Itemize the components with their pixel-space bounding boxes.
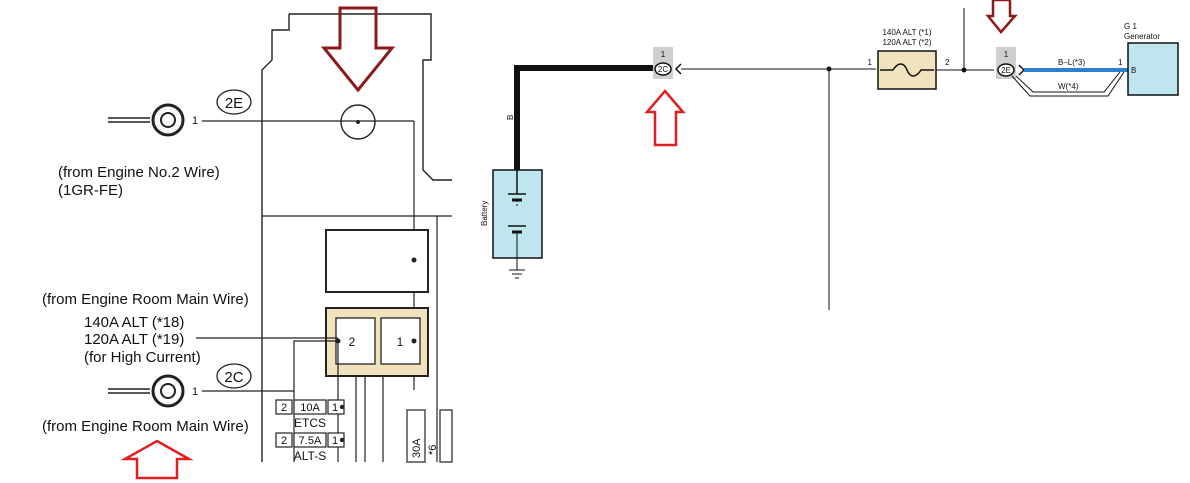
svg-text:1: 1 [1118, 58, 1123, 67]
svg-text:2: 2 [281, 435, 287, 447]
battery-cable [514, 65, 660, 170]
left-panel: 1 2E (from Engine No.2 Wire) (1GR-FE) 2 … [42, 6, 453, 480]
wire-w-label: W(*4) [1058, 82, 1079, 91]
svg-text:1: 1 [661, 50, 666, 59]
alt-140-label: 140A ALT (*18) [84, 314, 184, 331]
generator-name: Generator [1124, 32, 1160, 41]
fuse-30a [406, 409, 426, 463]
relay-box [325, 229, 429, 293]
svg-text:10A: 10A [300, 402, 320, 414]
connector-2e-icon [997, 63, 1015, 77]
down-arrow-dark-red-right [985, 0, 1018, 34]
fuse-label-140a: 140A ALT (*1) [882, 28, 931, 37]
svg-text:2C: 2C [658, 65, 668, 74]
svg-text:1: 1 [397, 335, 404, 349]
connector-2c-icon [654, 62, 672, 76]
pin-label: 1 [192, 115, 198, 127]
connector-2e-label: 2E [225, 95, 243, 112]
from-engine-room-label-a: (from Engine Room Main Wire) [42, 291, 249, 308]
svg-text:1: 1 [192, 386, 198, 398]
down-arrow-dark-red [320, 6, 396, 93]
generator-code: G 1 [1124, 22, 1137, 31]
fuse-symbol-icon [880, 63, 934, 77]
etcs-fuse: 2 10A 1 ETCS [275, 399, 345, 430]
connector-2c-badge [216, 363, 252, 389]
svg-text:ALT-S: ALT-S [294, 449, 326, 463]
svg-text:*6: *6 [427, 445, 439, 455]
svg-text:1: 1 [332, 402, 338, 414]
white-wire-outline [1011, 71, 1125, 97]
svg-text:30A: 30A [411, 438, 423, 458]
svg-text:B: B [506, 115, 515, 120]
svg-text:2: 2 [349, 335, 356, 349]
high-current-label: (for High Current) [84, 349, 201, 366]
svg-text:2: 2 [945, 58, 950, 67]
alt-120-label: 120A ALT (*19) [84, 331, 184, 348]
svg-text:2: 2 [281, 402, 287, 414]
from-engine-no2-label: (from Engine No.2 Wire) [58, 164, 220, 181]
alt-s-fuse: 2 7.5A 1 ALT-S [275, 432, 345, 463]
connector-2e-badge [216, 89, 252, 115]
fuse-label-120a: 120A ALT (*2) [882, 38, 931, 47]
right-panel: B 1 2C 140A ALT (*1) 120A ALT (*2) 1 2 1… [480, 0, 1179, 310]
svg-text:1: 1 [332, 435, 338, 447]
engine-code-label: (1GR-FE) [58, 182, 123, 199]
up-arrow-red [120, 439, 194, 480]
from-engine-room-label-b: (from Engine Room Main Wire) [42, 418, 249, 435]
up-arrow-red-right [644, 89, 686, 147]
battery-label: Battery [480, 201, 489, 226]
junction-block-outline [261, 13, 452, 462]
connector-2c-label: 2C [224, 369, 243, 386]
svg-text:7.5A: 7.5A [299, 435, 322, 447]
wire-bl-label: B–L(*3) [1058, 58, 1085, 67]
svg-text:ETCS: ETCS [294, 416, 326, 430]
svg-text:1: 1 [868, 58, 873, 67]
svg-text:2E: 2E [1001, 66, 1011, 75]
svg-text:1: 1 [1004, 50, 1009, 59]
generator-box [1127, 42, 1179, 96]
generator-terminal-b: B [1131, 66, 1136, 75]
